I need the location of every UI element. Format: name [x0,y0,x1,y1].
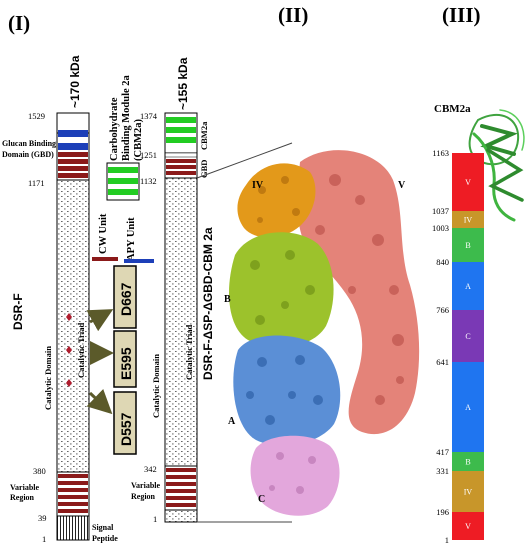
residue-e595: E595 [118,347,134,380]
domain-segment-a [452,262,484,310]
dsrf-bar [56,112,90,541]
cbm2a-module-legend [106,162,140,201]
panel-label-1: (I) [8,11,30,35]
domain-segment-label: B [465,241,470,250]
domain-position-label: 417 [436,447,449,457]
domain-bar-positions: 1163 1037 1003 840 766 641 417 331 196 1 [432,148,449,545]
dsrf-catalytic-domain: Catalytic Domain [43,346,53,410]
dsrf-pos-380: 380 [33,466,46,476]
domain-position-label: 1163 [432,148,449,158]
truncated-name: DSR-F-ΔSP-ΔGBD-CBM 2a [201,227,215,380]
domain-segment-label: B [465,458,470,467]
dsrf-pos-1: 1 [42,534,46,544]
dsrf-gbd-label: Glucan Binding Domain (GBD) [2,139,58,159]
dsrf-variable-stripes [58,474,88,513]
structure-label-v: V [398,180,406,191]
residue-d667: D667 [118,282,134,316]
domain-segment-label: A [465,403,471,412]
truncated-pos-1251: 1251 [140,150,157,160]
truncated-bar [164,112,198,523]
apy-unit-label: APY Unit [126,217,137,261]
domain-segment-a [452,362,484,452]
domain-position-label: 331 [436,466,449,476]
truncated-mw: ~155 kDa [176,57,190,110]
domain-position-label: 766 [436,305,449,315]
residue-box-d667 [113,265,137,329]
domain-segment-v [452,512,484,540]
domain-segment-label: V [465,178,471,187]
domain-segment-v [452,153,484,211]
structure-label-iv: IV [252,180,264,191]
domain-segment-label: V [465,522,471,531]
domain-segment-iv [452,471,484,512]
panel-label-2: (II) [278,3,308,27]
domain-segment-label: IV [464,216,473,225]
dsrf-mw: ~170 kDa [68,55,82,108]
cw-unit-label: CW Unit [98,213,109,254]
cw-unit-bar [92,257,118,261]
truncated-cbm2a-label: CBM2a [199,121,209,150]
domain-segment-b [452,452,484,471]
dsrf-pos-39: 39 [38,513,47,523]
dsrf-catalytic-triad: Catalytic Triad [76,323,86,378]
apy-unit-bar [124,259,154,263]
truncated-pos-342: 342 [144,464,157,474]
truncated-catalytic-triad: Catalytic Triad [184,325,194,380]
domain-position-label: 1037 [432,206,449,216]
cbm2a-title-line3: (CBM2a) [133,119,144,161]
dsrf-variable-region: Variable Region [10,483,41,502]
truncated-pos-1374: 1374 [140,111,158,121]
connector-top [196,142,293,179]
dsrf-pos-1529: 1529 [28,111,45,121]
cbm2a-title-line2: Binding Module 2a [121,74,132,161]
residue-box-e595 [113,330,137,388]
structure-label-c: C [258,494,265,505]
domain-segment-c [452,310,484,362]
dsrf-name: DSR-F [11,293,25,330]
structure-label-a: A [228,416,236,427]
dsrf-catalytic-triad-markers [66,313,72,387]
domain-position-label: 641 [436,357,449,367]
cbm2a-title-line1: Carbohydrate [109,97,120,161]
domain-segment-label: C [465,332,470,341]
structure-label-b: B [224,294,231,305]
dsrf-pos-1171: 1171 [28,178,45,188]
triad-arrows [86,309,114,415]
truncated-gbd-label: GBD [199,160,209,178]
panel-label-3: (III) [442,3,481,27]
protein-surface-structure [228,150,420,516]
domain-segment-label: A [465,282,471,291]
dsrf-gbd-stripes [58,152,88,178]
domain-position-label: 1 [445,535,449,545]
domain-bar: V IV B A C A B IV V [452,153,484,540]
domain-position-label: 840 [436,257,449,267]
truncated-variable-region: Variable Region [131,481,162,501]
domain-segment-b [452,228,484,262]
residue-box-d557 [113,391,137,455]
domain-segment-label: IV [464,488,473,497]
residue-d557: D557 [118,412,134,446]
domain-segment-iv [452,211,484,228]
truncated-pos-1132: 1132 [140,176,157,186]
truncated-catalytic-domain: Catalytic Domain [151,354,161,418]
cbm2a-ribbon-title: CBM2a [434,103,471,115]
dsrf-signal-peptide: Signal Peptide [92,523,118,543]
domain-position-label: 196 [436,507,449,517]
truncated-pos-1: 1 [153,514,157,524]
domain-position-label: 1003 [432,223,449,233]
residue-boxes: D667 E595 D557 [113,265,137,455]
